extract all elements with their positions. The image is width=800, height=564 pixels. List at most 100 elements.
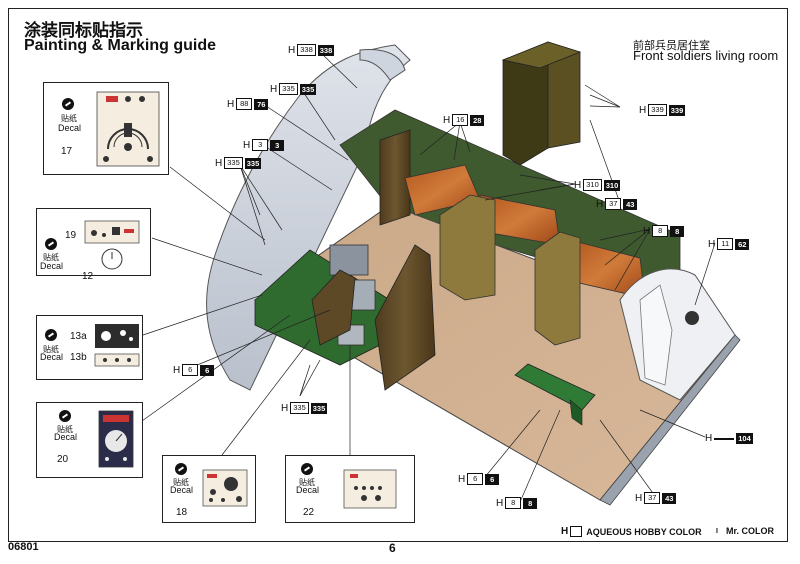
mr-color-code: 62 (735, 238, 750, 250)
mr-color-code: 8 (523, 497, 538, 509)
color-ref-8a: H 8 8 (643, 225, 685, 237)
page-number: 6 (389, 541, 396, 555)
decal-icon (45, 329, 57, 341)
radio-panel-graphic (84, 220, 140, 270)
decal-number: 18 (176, 507, 188, 518)
aqueous-code: 6 (182, 364, 199, 376)
h-prefix: H (561, 526, 569, 537)
legend-mr-color: I Mr. COLOR (716, 526, 774, 536)
switchboard-panel-graphic (343, 469, 397, 509)
decal-icon (59, 410, 71, 422)
mr-color-code: 6 (200, 364, 215, 376)
mr-color-code: 8 (670, 225, 685, 237)
aqueous-code: 88 (236, 98, 253, 110)
color-ref-6a: H 6 6 (173, 364, 215, 376)
aqueous-swatch (570, 526, 583, 537)
decal-number: 19 (65, 230, 77, 241)
color-ref-8b: H 8 8 (496, 497, 538, 509)
aqueous-code (714, 437, 735, 440)
mr-color-code: 335 (244, 157, 262, 169)
mr-color-code: 43 (662, 492, 677, 504)
mr-color-code: 335 (310, 402, 328, 414)
h-prefix: H (243, 139, 251, 151)
color-ref-16: H 16 28 (443, 114, 485, 126)
decal-box-13: 13a 13b 贴纸 Decal (36, 315, 143, 380)
decal-icon (45, 238, 57, 250)
aqueous-code: 8 (652, 225, 669, 237)
mr-color-code: 339 (668, 104, 686, 116)
color-ref-335b: H 335 335 (215, 157, 262, 169)
decal-label-en: Decal (40, 261, 64, 271)
page-frame (8, 8, 788, 542)
room-label-chinese: 前部兵员居住室 (633, 39, 710, 52)
aqueous-code: 310 (583, 179, 602, 191)
aqueous-key: H (561, 526, 583, 537)
h-prefix: H (596, 198, 604, 210)
h-prefix: H (458, 473, 466, 485)
h-prefix: H (281, 402, 289, 414)
decal-box-18: 贴纸 Decal 18 (162, 455, 256, 523)
decal-box-19-12: 19 贴纸 Decal 12 (36, 208, 151, 282)
h-prefix: H (288, 44, 296, 56)
decal-label-en: Decal (40, 352, 64, 362)
gauge-panel-graphic (96, 91, 160, 167)
aqueous-code: 16 (452, 114, 469, 126)
aqueous-code: 335 (279, 83, 298, 95)
decal-label-cn: 贴纸 (43, 253, 59, 262)
h-prefix: H (443, 114, 451, 126)
mr-color-label: Mr. COLOR (726, 526, 775, 536)
color-ref-37b: H 37 43 (635, 492, 677, 504)
h-prefix: H (639, 104, 647, 116)
aqueous-code: 3 (252, 139, 269, 151)
aqueous-code: 335 (224, 157, 243, 169)
aqueous-code: 335 (290, 402, 309, 414)
mr-color-code: 6 (485, 473, 500, 485)
decal-label-en: Decal (54, 432, 78, 442)
legend-aqueous: H AQUEOUS HOBBY COLOR (561, 526, 702, 537)
decal-box-20: 贴纸 Decal 20 (36, 402, 143, 478)
mr-color-code: 28 (470, 114, 485, 126)
color-ref-310: H 310 310 (574, 179, 621, 191)
mr-color-code: 310 (603, 179, 621, 191)
decal-number: 17 (61, 146, 73, 157)
h-prefix: H (708, 238, 716, 250)
color-ref-11: H 11 62 (708, 238, 750, 250)
h-prefix: H (705, 433, 713, 444)
color-ref-6b: H 6 6 (458, 473, 500, 485)
decal-icon (175, 463, 187, 475)
h-prefix: H (635, 492, 643, 504)
mr-color-code: 43 (623, 198, 638, 210)
color-ref-338: H 338 338 (288, 44, 335, 56)
decal-number: 13a (70, 331, 87, 342)
room-label-english: Front soldiers living room (633, 48, 779, 63)
receiver-panel-graphic (202, 469, 248, 507)
mr-color-code: 3 (270, 139, 285, 151)
aqueous-label: AQUEOUS HOBBY COLOR (586, 526, 702, 537)
color-ref-104: H 104 (705, 433, 753, 444)
decal-label-cn: 贴纸 (173, 478, 189, 487)
aqueous-code: 37 (605, 198, 622, 210)
color-ref-3: H 3 3 (243, 139, 285, 151)
aqueous-code: 339 (648, 104, 667, 116)
mr-color-code: 104 (736, 433, 753, 444)
decal-label-en: Decal (296, 485, 320, 495)
decal-box-22: 贴纸 Decal 22 (285, 455, 415, 523)
h-prefix: H (270, 83, 278, 95)
aqueous-code: 338 (297, 44, 316, 56)
h-prefix: H (496, 497, 504, 509)
decal-number: 12 (82, 271, 94, 282)
aqueous-code: 37 (644, 492, 661, 504)
title-chinese: 涂装同标贴指示 (24, 21, 143, 41)
color-ref-335: H 335 335 (270, 83, 317, 95)
decal-number: 22 (303, 507, 315, 518)
decal-icon (62, 98, 74, 110)
h-prefix: H (643, 225, 651, 237)
decal-label-cn: 贴纸 (43, 345, 59, 354)
aqueous-code: 6 (467, 473, 484, 485)
control-panel-graphic (94, 324, 140, 367)
decal-number: 20 (57, 454, 69, 465)
title-english: Painting & Marking guide (24, 37, 217, 54)
decal-label-en: Decal (58, 123, 82, 133)
decal-number: 13b (70, 352, 87, 363)
